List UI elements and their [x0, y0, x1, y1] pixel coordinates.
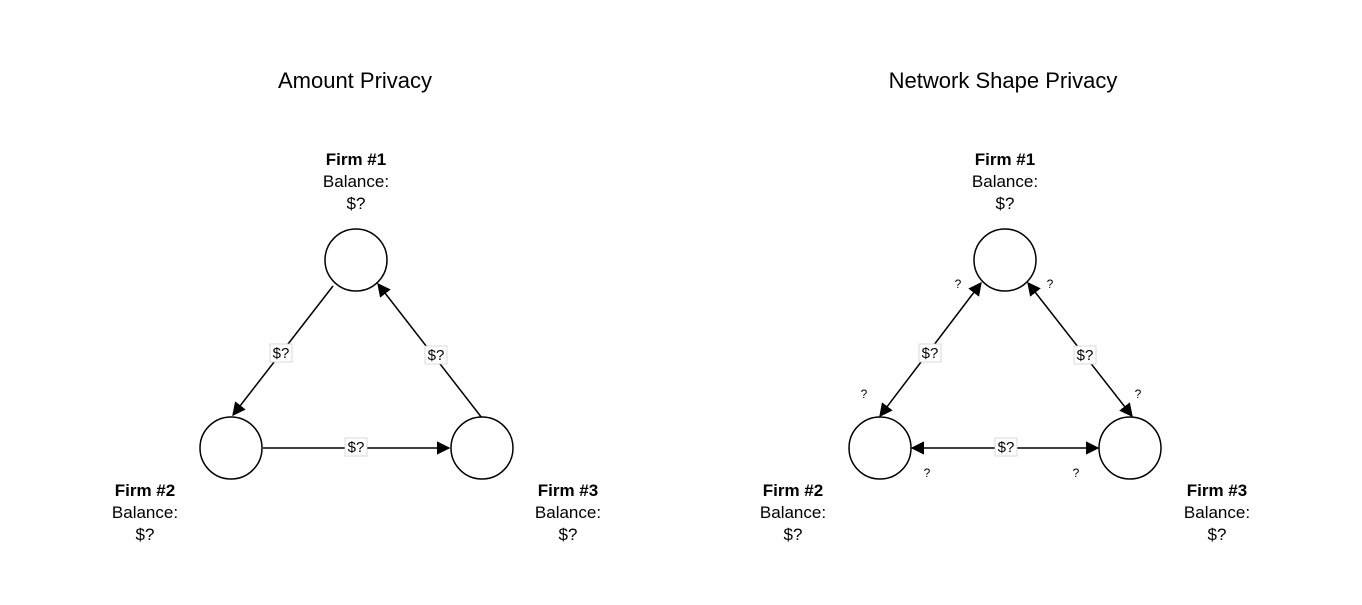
- balance-value: $?: [558, 525, 578, 544]
- direction-mark: ?: [924, 466, 931, 480]
- firm2-label: Firm #2 Balance: $?: [75, 480, 215, 546]
- balance-value: $?: [995, 194, 1015, 213]
- svg-text:$?: $?: [1077, 347, 1094, 364]
- firm-name: Firm #3: [537, 481, 599, 500]
- svg-text:$?: $?: [348, 439, 365, 456]
- firm1-label: Firm #1 Balance: $?: [935, 149, 1075, 215]
- firm2-node: [199, 416, 263, 480]
- firm3-label: Firm #3 Balance: $?: [1147, 480, 1287, 546]
- firm1-node: [973, 228, 1037, 292]
- svg-text:$?: $?: [998, 439, 1015, 456]
- firm-name: Firm #2: [762, 481, 824, 500]
- firm-name: Firm #1: [325, 150, 387, 169]
- firm-name: Firm #2: [114, 481, 176, 500]
- amount-privacy-panel: Amount Privacy $? $? $? Firm #1: [75, 68, 638, 546]
- edge-label-firm2-firm3: $?: [344, 437, 368, 457]
- firm3-node: [450, 416, 514, 480]
- edge-label-firm1-firm2: $?: [269, 343, 293, 363]
- direction-mark: ?: [1047, 277, 1054, 291]
- edge-label-firm3-firm1: $?: [424, 345, 448, 365]
- firm2-node: [848, 416, 912, 480]
- balance-label: Balance:: [971, 172, 1039, 191]
- balance-value: $?: [1207, 525, 1227, 544]
- balance-label: Balance:: [759, 503, 827, 522]
- balance-value: $?: [135, 525, 155, 544]
- firm1-node: [324, 228, 388, 292]
- firm3-node: [1098, 416, 1162, 480]
- panel-title: Network Shape Privacy: [888, 68, 1118, 93]
- balance-label: Balance:: [534, 503, 602, 522]
- network-shape-privacy-panel: Network Shape Privacy $? $? $? ? ?: [650, 0, 1331, 605]
- amount-privacy-diagram: $? $? $?: [199, 228, 514, 480]
- firm2-label: Firm #2 Balance: $?: [723, 480, 863, 546]
- firm-name: Firm #1: [974, 150, 1036, 169]
- balance-label: Balance:: [1183, 503, 1251, 522]
- svg-text:$?: $?: [273, 345, 290, 362]
- edge-label-firm1-firm3: $?: [1073, 345, 1097, 365]
- direction-mark: ?: [955, 277, 962, 291]
- balance-value: $?: [346, 194, 366, 213]
- svg-text:$?: $?: [428, 347, 445, 364]
- direction-mark: ?: [861, 387, 868, 401]
- firm3-label: Firm #3 Balance: $?: [498, 480, 638, 546]
- panel-title: Amount Privacy: [277, 68, 433, 93]
- direction-mark: ?: [1135, 387, 1142, 401]
- edge-label-firm2-firm3: $?: [994, 437, 1018, 457]
- firm1-label: Firm #1 Balance: $?: [286, 149, 426, 215]
- balance-label: Balance:: [111, 503, 179, 522]
- edge-label-firm1-firm2: $?: [918, 343, 942, 363]
- direction-mark: ?: [1073, 466, 1080, 480]
- firm-name: Firm #3: [1186, 481, 1248, 500]
- balance-label: Balance:: [322, 172, 390, 191]
- balance-value: $?: [783, 525, 803, 544]
- svg-text:$?: $?: [922, 345, 939, 362]
- network-shape-privacy-diagram: $? $? $? ? ? ? ? ? ?: [848, 228, 1162, 480]
